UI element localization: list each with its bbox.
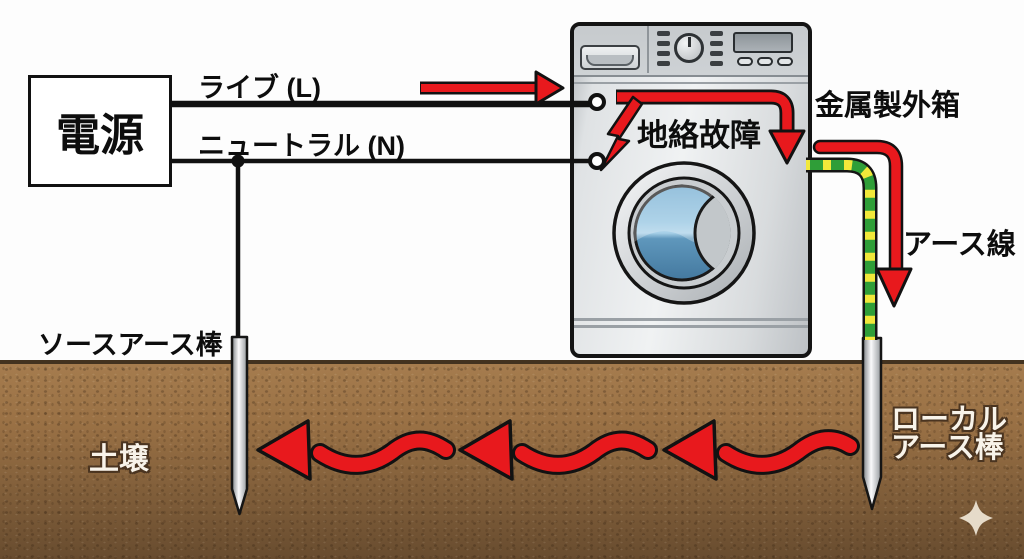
knob-pointer (687, 37, 691, 47)
panel-divider (647, 26, 649, 73)
earth-wire-label: アース線 (903, 229, 1016, 261)
source-earth-rod-label: ソースアース棒 (38, 330, 223, 360)
base-seam-top (574, 318, 808, 321)
power-source-label: 電源 (56, 111, 144, 160)
lightning-bolt-icon (599, 95, 644, 172)
program-marks-right (710, 31, 723, 66)
local-earth-rod-label-line1: ローカル (891, 404, 1008, 436)
detergent-drawer-icon (580, 45, 640, 70)
source-earth-rod (230, 335, 249, 516)
metal-case-label: 金属製外箱 (815, 90, 961, 122)
local-earth-rod-label: ローカル アース棒 (891, 404, 1008, 464)
program-marks-left (657, 31, 670, 66)
fault-arrow-through-case (616, 89, 806, 165)
door-glass-crescent (693, 186, 731, 280)
machine-door (612, 161, 756, 305)
live-line-label: ライブ (L) (198, 73, 321, 103)
machine-button (757, 57, 773, 66)
drawer-handle (586, 55, 634, 66)
neutral-drop-wire (231, 154, 245, 340)
soil-current-arrow-3 (662, 419, 860, 481)
machine-control-panel (574, 26, 808, 77)
fault-arrow-live-line (420, 70, 565, 106)
soil-current-arrow-1 (256, 419, 456, 481)
machine-buttons (737, 57, 793, 66)
neutral-terminal (588, 152, 606, 170)
soil-current-arrow-2 (458, 419, 658, 481)
machine-display (733, 32, 793, 53)
earth-wire (806, 157, 878, 340)
ground-fault-label: 地絡故障 (637, 118, 761, 153)
sparkle-icon (959, 500, 993, 536)
fault-arrow-earth-wire (812, 139, 913, 308)
soil-label: 土壌 (89, 443, 149, 476)
live-terminal (588, 93, 606, 111)
power-source-box: 電源 (28, 75, 172, 187)
panel-seam (574, 82, 808, 84)
machine-button (777, 57, 793, 66)
program-knob-icon (674, 33, 704, 63)
local-earth-rod (861, 336, 883, 511)
neutral-line-label: ニュートラル (N) (198, 131, 405, 161)
base-seam-bottom (574, 325, 808, 328)
local-earth-rod-label-line2: アース棒 (891, 432, 1004, 464)
machine-button (737, 57, 753, 66)
